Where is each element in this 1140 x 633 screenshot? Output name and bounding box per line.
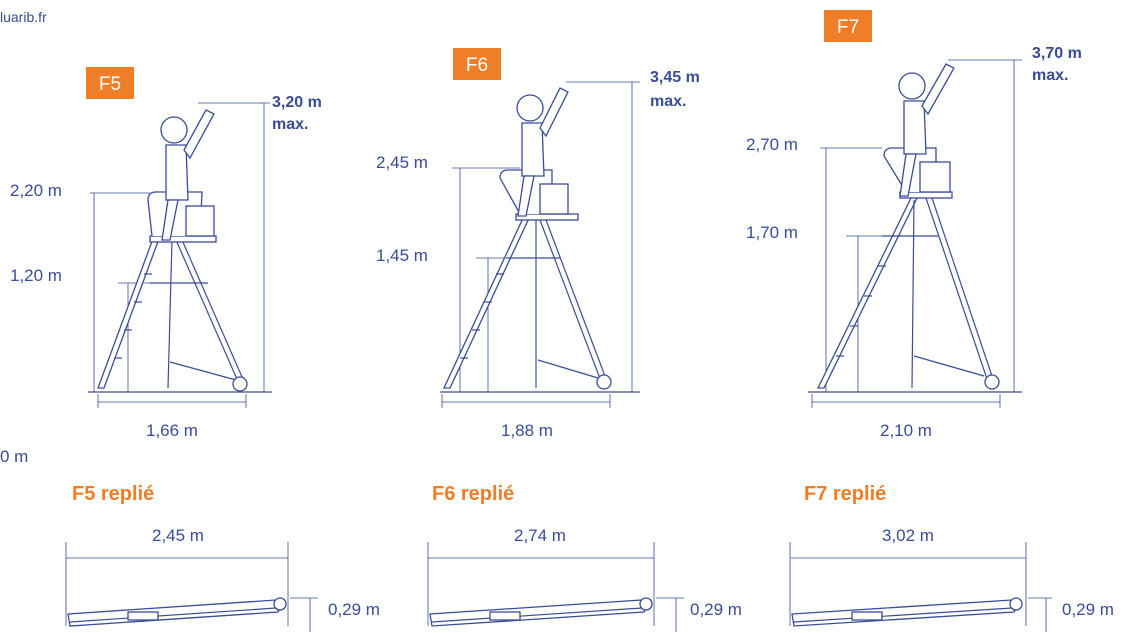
folded-f5-ladder	[67, 599, 283, 627]
ladder-f7-upper-height: 2,70 m	[746, 135, 798, 154]
ladder-f6-width: 1,88 m	[501, 421, 553, 440]
ladder-f5-lower-height: 1,20 m	[10, 266, 62, 285]
ladder-f5-front-rail	[97, 235, 161, 389]
ladder-f6: F6 3,45 m max. 2,45 m 1,45 m 1,88 m	[376, 48, 700, 440]
ladder-f7-lower-height: 1,70 m	[746, 223, 798, 242]
ladder-f6-max-height: 3,45 m	[650, 69, 700, 86]
badge-f6-label: F6	[466, 55, 488, 76]
stray-dimension-label: 0 m	[0, 447, 28, 466]
badge-f6	[453, 48, 501, 80]
ladder-f5-wheel	[232, 376, 248, 392]
ladder-f7-max-word: max.	[1032, 67, 1068, 84]
badge-f5-label: F5	[99, 74, 121, 95]
ladder-f7-width: 2,10 m	[880, 421, 932, 440]
ladder-f7-person-head	[898, 72, 926, 100]
ladder-f5-person-head	[160, 116, 188, 144]
ladder-f5-max-word: max.	[272, 116, 308, 133]
ladder-f5-upper-height: 2,20 m	[10, 181, 62, 200]
ladder-f6-max-word: max.	[650, 93, 686, 110]
folded-f5: F5 replié 2,45 m 0,29 m	[65, 483, 380, 632]
ladder-f7-front-rail	[816, 195, 920, 389]
badge-f7	[824, 10, 872, 42]
badge-f5	[86, 67, 134, 99]
folded-f6: F6 replié 2,74 m 0,29 m	[427, 483, 742, 632]
ladder-f5-width: 1,66 m	[146, 421, 198, 440]
folded-f7-ladder	[791, 599, 1019, 627]
folded-f6-length: 2,74 m	[514, 526, 566, 545]
folded-f7-title: F7 replié	[804, 483, 886, 505]
folded-f5-height: 0,29 m	[328, 600, 380, 619]
ladder-f6-wheel	[596, 374, 612, 390]
folded-f7: F7 replié 3,02 m 0,29 m	[789, 483, 1114, 632]
folded-f6-height: 0,29 m	[690, 600, 742, 619]
folded-f7-length: 3,02 m	[882, 526, 934, 545]
ladder-f7: F7 3,70 m max. 2,70 m 1,70 m 2,10 m	[746, 10, 1082, 440]
ladder-f6-upper-height: 2,45 m	[376, 153, 428, 172]
ladder-f7-wheel	[984, 374, 1000, 390]
ladder-f6-person-head	[516, 94, 544, 122]
folded-f5-title: F5 replié	[72, 483, 154, 505]
badge-f7-label: F7	[837, 17, 859, 38]
ladder-f6-lower-height: 1,45 m	[376, 246, 428, 265]
folded-f6-title: F6 replié	[432, 483, 514, 505]
ladder-f7-max-height: 3,70 m	[1032, 45, 1082, 62]
folded-f6-ladder	[429, 599, 649, 627]
folded-f5-length: 2,45 m	[152, 526, 204, 545]
ladder-f5: F5 3,20 m max. 2,20 m 1,2	[10, 67, 322, 440]
ladder-f5-max-height: 3,20 m	[272, 94, 322, 111]
folded-f7-height: 0,29 m	[1062, 600, 1114, 619]
site-url: luarib.fr	[0, 9, 47, 25]
